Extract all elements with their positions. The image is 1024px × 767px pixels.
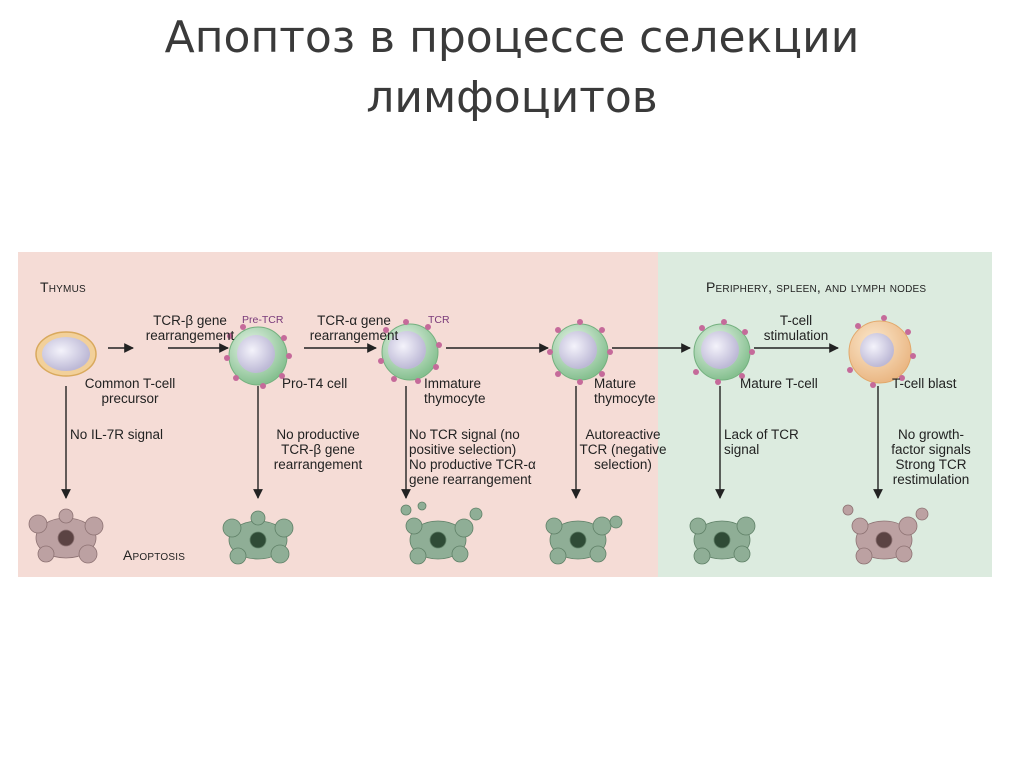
apoptotic-body-3 [400,501,483,565]
mature-t-cell-icon [693,319,755,385]
t-cell-blast-icon [847,315,916,388]
death-cause-6: No growth- factor signals Strong TCR res… [891,427,971,487]
periphery-label: Periphery, spleen, and lymph nodes [706,279,927,295]
slide-title-line-1: Апоптоз в процессе селекции [164,12,860,63]
pro-t4-name: Pro-T4 cell [282,376,348,391]
death-cause-1: No IL-7R signal [70,427,164,442]
precursor-cell-icon [35,331,97,377]
precursor-name: Common T-cell precursor [84,376,176,406]
death-cause-5: Lack of TCR signal [724,427,799,457]
immature-thymocyte-name: Immature thymocyte [424,376,486,406]
apoptosis-label: Apoptosis [123,547,186,563]
transition-tcr-alpha-label: TCR-α gene rearrangement [309,313,399,343]
mature-thymocyte-cell-icon [547,319,613,385]
death-cause-3: No TCR signal (no positive selection) No… [409,427,536,487]
transition-stimulation-label: T-cell stimulation [763,313,829,343]
apoptotic-body-2 [222,510,294,565]
death-cause-4: Autoreactive TCR (negative selection) [579,427,667,472]
mature-t-cell-name: Mature T-cell [740,376,818,391]
t-cell-blast-name: T-cell blast [892,376,957,391]
mature-thymocyte-name: Mature thymocyte [594,376,656,406]
immature-thymocyte-cell-icon [378,319,442,384]
thymus-label: Thymus [40,279,86,295]
slide-title-line-2: лимфоцитов [366,72,658,123]
pro-t4-cell-icon [224,324,292,389]
pre-tcr-label: Pre-TCR [242,314,284,326]
diagram-graphics [18,252,992,577]
apoptotic-body-6 [842,504,929,565]
tcr-label: TCR [428,314,450,326]
transition-tcr-beta-label: TCR-β gene rearrangement [145,313,235,343]
apoptotic-body-4 [545,515,623,565]
apoptotic-body-5 [689,516,756,565]
apoptosis-selection-diagram: Thymus Periphery, spleen, and lymph node… [18,252,992,577]
apoptotic-body-1 [28,508,104,564]
death-cause-2: No productive TCR-β gene rearrangement [273,427,363,472]
